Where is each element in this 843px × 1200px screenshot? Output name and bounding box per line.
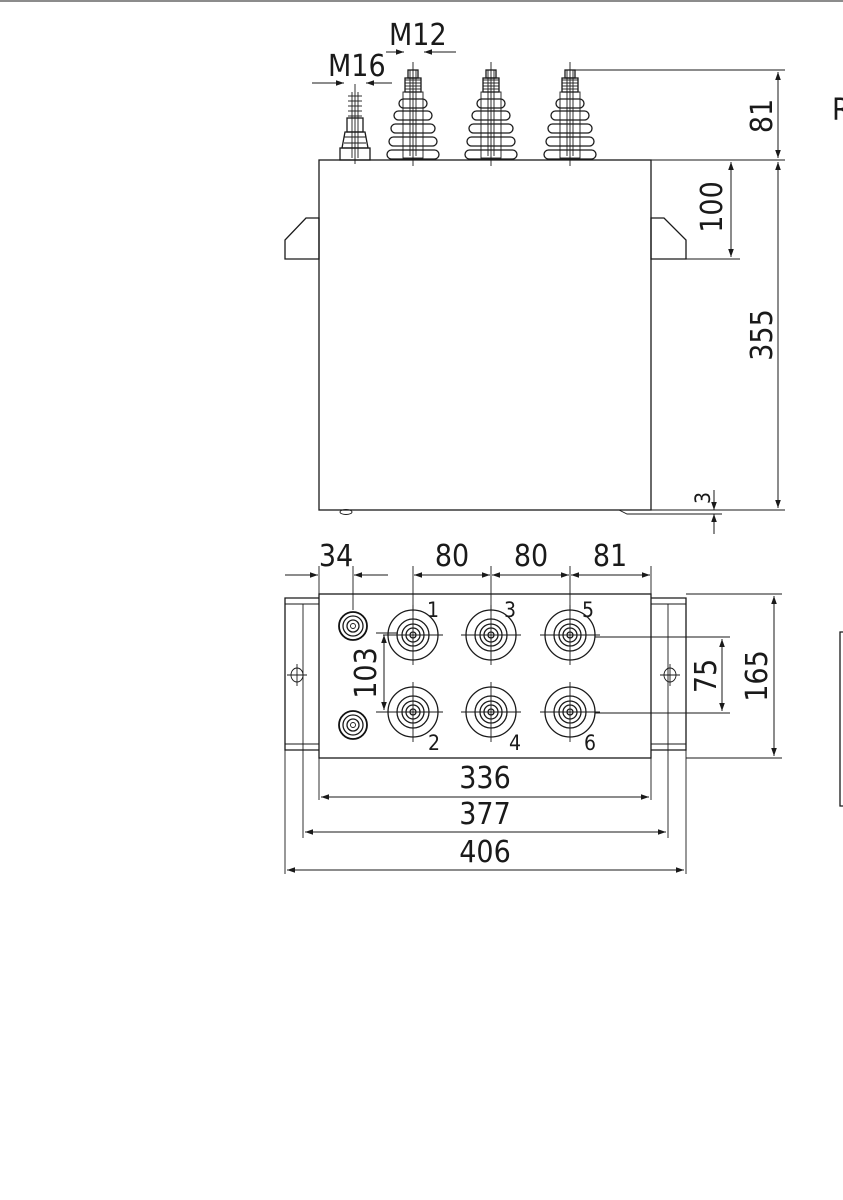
tank-body [318, 159, 652, 511]
mounting-hole-right [660, 664, 680, 686]
dim-tab-offset: 100 [695, 181, 730, 233]
porcelain-bushing-2 [464, 62, 518, 166]
porcelain-bushing-3 [543, 62, 597, 166]
dim-top-34: 34 [319, 539, 353, 574]
terminal-bushing-top-6 [540, 682, 600, 742]
bushing-group [386, 62, 597, 166]
mounting-tab-right [650, 217, 687, 260]
mounting-tab-left [284, 217, 320, 260]
dim-bushing-pitch: 75 [689, 659, 724, 693]
mounting-hole-left [287, 664, 307, 686]
terminal-bushing-top-4 [461, 682, 521, 742]
ground-stud-top-1 [338, 611, 368, 641]
dim-width-406: 406 [459, 835, 511, 870]
terminal-number-4: 4 [509, 731, 521, 755]
thread-label-m16: M16 [328, 49, 386, 84]
top-view [284, 593, 687, 759]
terminal-number-1: 1 [427, 598, 439, 622]
dim-width-336: 336 [459, 761, 511, 796]
porcelain-bushing-1 [386, 62, 440, 166]
mounting-plate-right [651, 597, 687, 751]
terminal-bushing-top-3 [461, 605, 521, 665]
ground-stud-group [338, 611, 368, 740]
dim-bushing-height: 81 [745, 99, 780, 133]
base-foot [339, 509, 353, 515]
dim-top-80b: 80 [514, 539, 548, 574]
terminal-bushing-top-1 [383, 605, 443, 665]
edge-letter: R [832, 93, 843, 128]
dim-depth: 165 [740, 650, 775, 702]
front-view [284, 62, 690, 515]
ground-stud [339, 84, 371, 164]
terminal-number-5: 5 [582, 598, 594, 622]
adjacent-frame-edge [839, 631, 843, 807]
base-plate [618, 509, 690, 515]
dim-row-pitch: 103 [349, 647, 384, 699]
dim-body-height: 355 [745, 309, 780, 361]
terminal-number-2: 2 [428, 731, 440, 755]
dim-width-377: 377 [459, 797, 511, 832]
dim-base-gap: 3 [691, 492, 715, 504]
dim-top-80a: 80 [435, 539, 469, 574]
tank-top-outline [318, 593, 652, 759]
mounting-plate-left [284, 597, 319, 751]
thread-label-m12: M12 [389, 18, 447, 53]
ground-stud-top-2 [338, 710, 368, 740]
terminal-number-3: 3 [504, 598, 516, 622]
terminal-number-6: 6 [584, 731, 596, 755]
terminal-group [383, 605, 600, 742]
dim-top-81: 81 [593, 539, 627, 574]
